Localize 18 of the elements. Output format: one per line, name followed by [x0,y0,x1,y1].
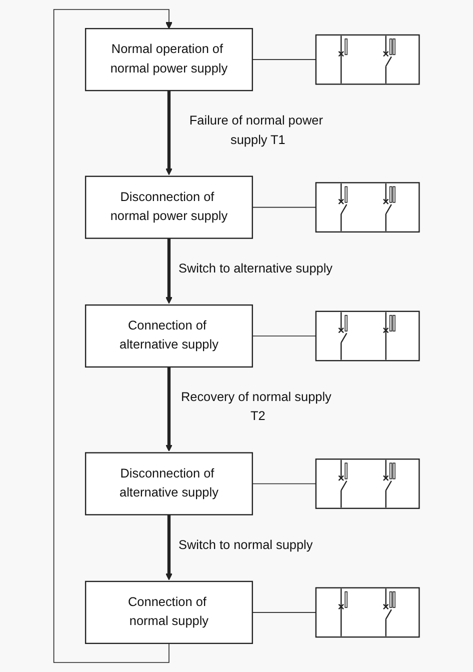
connector [252,59,316,60]
arrow [53,9,172,663]
node-box: Disconnection of normal power supply [84,176,253,239]
node-box: Connection of normal supply [84,580,253,644]
node-box: Disconnection of alternative supply [84,452,253,516]
arrow [165,366,172,452]
edge-label: Switch to normal supply [178,538,313,552]
connector [252,483,316,484]
connector [252,206,316,208]
arrow [165,514,172,580]
arrow [165,90,172,176]
connector [252,612,316,613]
edge-label: Failure of normal power supply T1 [189,114,323,147]
node-box: Normal operation of normal power supply [84,28,253,92]
edge-label: Recovery of normal supply T2 [180,390,332,424]
edge-label: Switch to alternative supply [178,262,333,276]
arrow [165,238,172,304]
node-box: Connection of alternative supply [84,304,253,368]
